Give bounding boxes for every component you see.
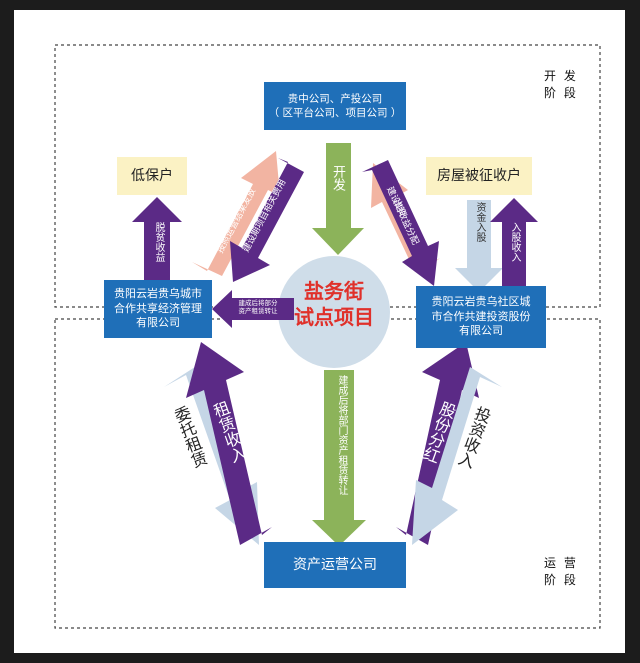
- small-note-line-2: 资产租赁转让: [238, 307, 278, 316]
- asset-operation-label: 资产运营公司: [293, 556, 377, 573]
- left-coop-line-2: 合作共享经济管理: [114, 301, 202, 315]
- top-company-box: 贵中公司、产投公司 （ 区平台公司、项目公司 ）: [264, 82, 406, 130]
- low-income-box: 低保户: [117, 157, 187, 195]
- low-income-label: 低保户: [131, 167, 173, 184]
- share-income-label: 入股收入: [509, 222, 520, 262]
- tl-pink-arrow: [192, 151, 280, 276]
- top-company-line-1: 贵中公司、产投公司: [287, 92, 383, 105]
- capital-in-label: 资金入股: [474, 202, 485, 242]
- right-coop-box: 贵阳云岩贵乌社区城 市合作共建投资股份 有限公司: [416, 286, 546, 348]
- asset-operation-box: 资产运营公司: [264, 542, 406, 588]
- top-company-line-2: （ 区平台公司、项目公司 ）: [268, 107, 402, 119]
- development-stage-line-1: 开 发: [544, 69, 578, 83]
- operation-stage-label: 运 营 阶 段: [544, 555, 578, 590]
- right-coop-line-2: 市合作共建投资股份: [431, 309, 531, 323]
- capital-arrow: [455, 200, 503, 292]
- diagram-graphics: [54, 44, 601, 629]
- right-coop-line-1: 贵阳云岩贵乌社区城: [431, 294, 531, 308]
- development-stage-region: [54, 44, 601, 308]
- share-income-arrow: [490, 198, 538, 292]
- operation-stage-line-1: 运 营: [544, 556, 578, 570]
- development-stage-label: 开 发 阶 段: [544, 68, 578, 103]
- poverty-arrow: [132, 197, 182, 292]
- small-transfer-arrow: [212, 290, 294, 328]
- right-coop-line-3: 有限公司: [459, 324, 503, 338]
- transfer-label: 建成后将部门资产租赁转让: [336, 375, 347, 495]
- small-note-line-1: 建成后将部分: [238, 299, 278, 307]
- center-project-title: 盐务街 试点项目: [278, 278, 390, 330]
- left-coop-line-3: 有限公司: [136, 316, 180, 330]
- rent-arrow: [186, 342, 272, 545]
- transfer-arrow: [312, 370, 366, 546]
- expropriated-label: 房屋被征收户: [437, 167, 521, 184]
- invest-arrow: [412, 367, 502, 545]
- center-title-line-2: 试点项目: [294, 305, 374, 329]
- tr-purple-arrow: [362, 160, 439, 286]
- small-transfer-note: 建成后将部分 资产租赁转让: [219, 299, 297, 315]
- center-title-line-1: 盐务街: [304, 279, 364, 303]
- center-circle: [278, 256, 390, 368]
- tl-purple-arrow: [230, 158, 304, 282]
- operation-stage-line-2: 阶 段: [544, 573, 578, 588]
- develop-label: 开发: [330, 165, 345, 191]
- poverty-income-label: 脱贫收益: [153, 222, 164, 262]
- left-coop-line-1: 贵阳云岩贵乌城市: [114, 286, 202, 300]
- diagram-canvas: 开 发 阶 段 运 营 阶 段 贵中公司、产投公司 （ 区平台公司、项目公司 ）…: [14, 10, 625, 653]
- left-coop-box: 贵阳云岩贵乌城市 合作共享经济管理 有限公司: [104, 280, 212, 338]
- develop-arrow: [312, 143, 364, 255]
- expropriated-box: 房屋被征收户: [426, 157, 532, 195]
- development-stage-line-2: 阶 段: [544, 86, 578, 101]
